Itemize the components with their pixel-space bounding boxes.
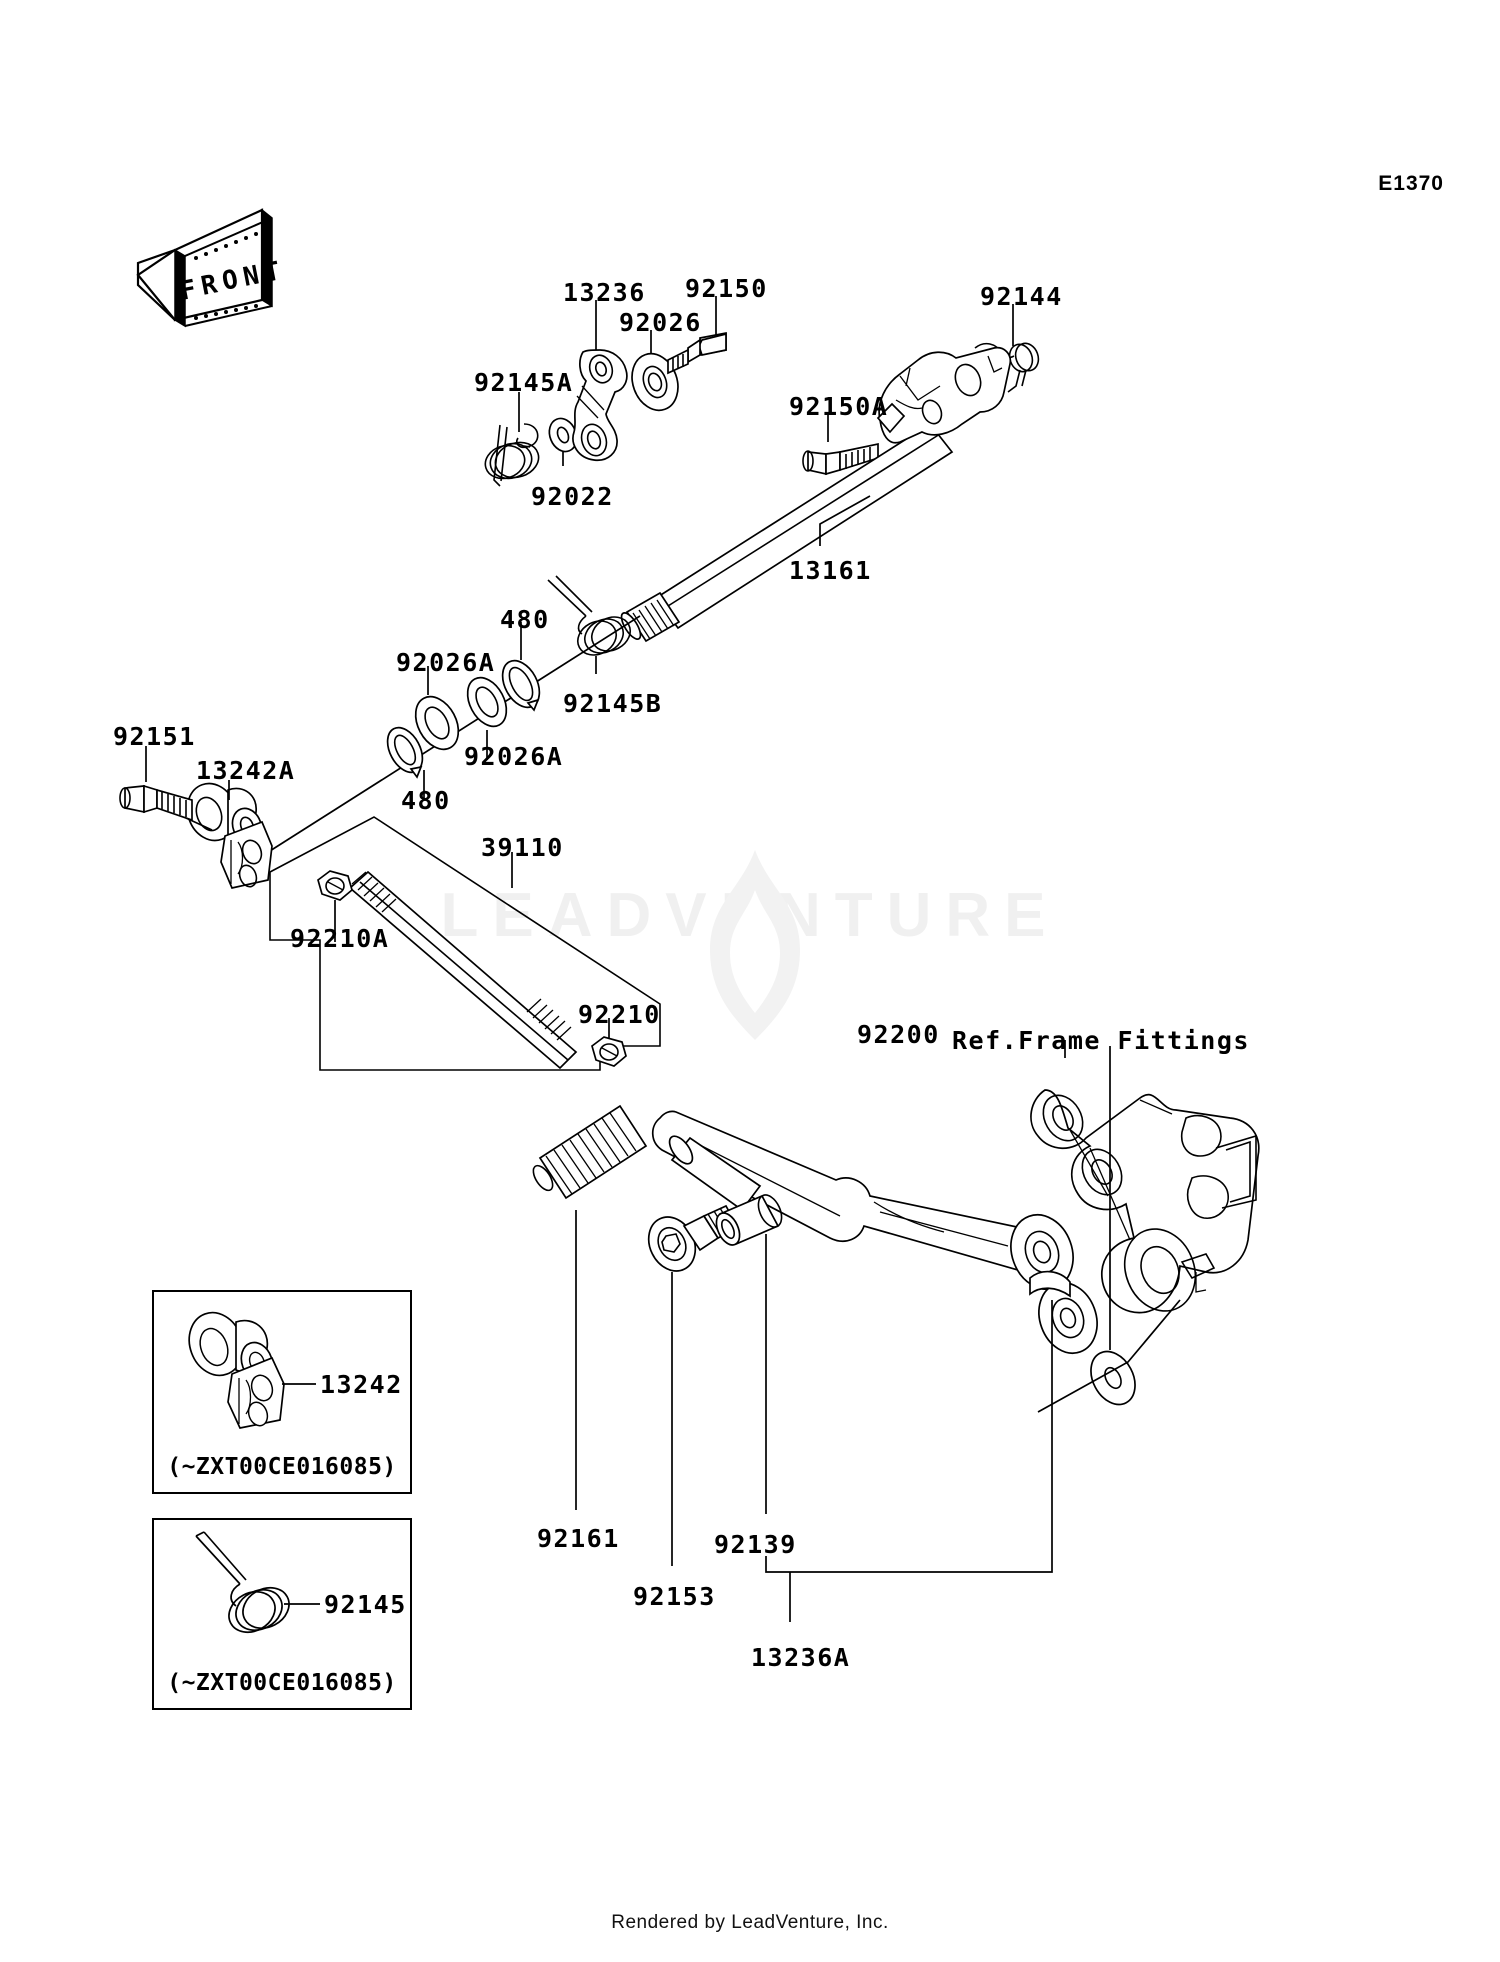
part-92161-pedal-rubber xyxy=(530,1106,646,1198)
part-92150-bolt xyxy=(668,333,726,373)
part-13236-shift-lever xyxy=(573,350,627,460)
footer-credit: Rendered by LeadVenture, Inc. xyxy=(611,1912,889,1933)
part-92026A-washer-lower xyxy=(407,689,467,756)
callout-13242A: 13242A xyxy=(196,756,296,785)
callout-92150A: 92150A xyxy=(789,392,889,421)
callout-92151: 92151 xyxy=(113,722,196,751)
callout-92026A-lower: 92026A xyxy=(464,742,564,771)
part-92153-bolt xyxy=(640,1206,738,1279)
svg-text:O: O xyxy=(220,264,241,296)
svg-text:F: F xyxy=(178,274,199,306)
callout-92139: 92139 xyxy=(714,1530,797,1559)
svg-text:T: T xyxy=(262,256,283,288)
callout-480-upper: 480 xyxy=(500,605,550,634)
ref-frame-fittings-bracket xyxy=(1031,1088,1259,1321)
part-13236A-shift-pedal xyxy=(653,1111,1107,1361)
inset-13242: 13242 (~ZXT00CE016085) xyxy=(152,1290,412,1494)
inset-92145: 92145 (~ZXT00CE016085) xyxy=(152,1518,412,1710)
callout-39110: 39110 xyxy=(481,833,564,862)
part-92139-bushing xyxy=(712,1191,786,1248)
svg-text:R: R xyxy=(199,269,220,302)
callout-92200: 92200 xyxy=(857,1020,940,1049)
part-92026A-washer-upper xyxy=(460,671,514,733)
part-92026-washer xyxy=(624,347,685,417)
callout-92145B: 92145B xyxy=(563,689,663,718)
part-92145B-spring xyxy=(548,576,636,662)
inset-13242-label: 13242 xyxy=(320,1370,403,1399)
inset-92145-artwork xyxy=(195,1531,320,1634)
part-480-circlip-upper xyxy=(495,654,547,713)
part-92150A-bolt xyxy=(803,444,878,474)
part-39110-shift-rod xyxy=(350,872,576,1068)
svg-text:N: N xyxy=(241,260,262,292)
callout-480-lower: 480 xyxy=(401,786,451,815)
diagram-code: E1370 xyxy=(1378,172,1444,195)
part-13242A-joint xyxy=(180,777,272,890)
part-480-circlip-lower xyxy=(380,722,429,778)
callout-92150: 92150 xyxy=(685,274,768,303)
part-92210A-nut xyxy=(318,871,352,900)
inset-92145-code: (~ZXT00CE016085) xyxy=(167,1670,397,1696)
part-92151-bolt xyxy=(120,786,192,820)
callout-92153: 92153 xyxy=(633,1582,716,1611)
inset-92145-label: 92145 xyxy=(324,1590,407,1619)
callout-92144: 92144 xyxy=(980,282,1063,311)
part-92210-nut xyxy=(592,1037,626,1066)
callout-92210: 92210 xyxy=(578,1000,661,1029)
callout-92145A: 92145A xyxy=(474,368,574,397)
callout-92026A-upper: 92026A xyxy=(396,648,496,677)
callout-13236A: 13236A xyxy=(751,1643,851,1672)
callout-13236: 13236 xyxy=(563,278,646,307)
part-92145A-spring xyxy=(481,424,543,486)
callout-92026: 92026 xyxy=(619,308,702,337)
inset-13242-code: (~ZXT00CE016085) xyxy=(167,1454,397,1480)
callout-92210A: 92210A xyxy=(290,924,390,953)
ref-frame-fittings-note: Ref.Frame Fittings xyxy=(952,1026,1250,1055)
part-13161-shift-arm xyxy=(878,348,1010,443)
part-13161-shift-shaft xyxy=(618,348,1010,642)
callout-92022: 92022 xyxy=(531,482,614,511)
front-arrow-icon: F R O N T xyxy=(138,210,283,326)
inset-13242-artwork xyxy=(188,1311,316,1429)
callout-13161: 13161 xyxy=(789,556,872,585)
callout-92161: 92161 xyxy=(537,1524,620,1553)
